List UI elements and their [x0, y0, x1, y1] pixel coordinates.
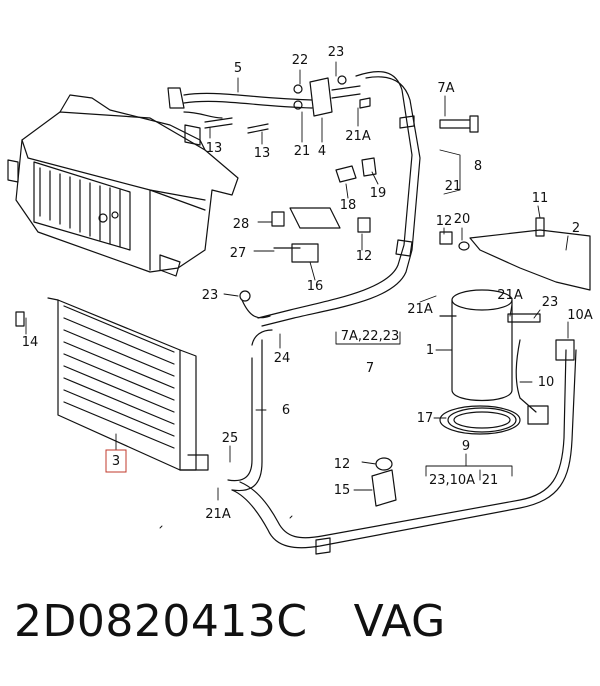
callout-10A: 10A [567, 308, 593, 323]
callout-9: 9 [462, 439, 470, 454]
callout-19: 19 [370, 186, 387, 201]
callout-7A: 7A [437, 81, 454, 96]
callout-11: 11 [532, 191, 549, 206]
callout-20: 20 [454, 212, 471, 227]
bracket-clamp [371, 405, 521, 507]
callout-21A_bot: 21A [205, 507, 231, 522]
callout-3: 3 [112, 454, 120, 469]
callout-24: 24 [274, 351, 291, 366]
callout-8: 8 [474, 159, 482, 174]
receiver-drier [439, 289, 575, 433]
callout-21_8: 21 [445, 179, 462, 194]
callout-25: 25 [222, 431, 239, 446]
callout-23m: 23 [202, 288, 219, 303]
callout-3-box [105, 449, 127, 473]
suction-line [231, 349, 577, 555]
callout-10: 10 [538, 375, 555, 390]
callout-16: 16 [307, 279, 324, 294]
callout-1: 1 [426, 343, 434, 358]
callout-21a: 21 [294, 144, 311, 159]
callout-2: 2 [572, 221, 580, 236]
callout-7: 7 [366, 361, 374, 376]
callout-14: 14 [22, 335, 39, 350]
brand-name: VAG [353, 596, 446, 647]
callout-12b: 12 [356, 249, 373, 264]
fasteners [204, 115, 591, 291]
callout-21A_mid: 21A [407, 302, 433, 317]
expansion-valve-lines [167, 71, 421, 327]
callout-23t: 23 [328, 45, 345, 60]
callout-17: 17 [417, 411, 434, 426]
callout-21A_r: 21A [497, 288, 523, 303]
condenser [15, 297, 209, 471]
callout-13b: 13 [254, 146, 271, 161]
callout-7A2223: 7A,22,23 [341, 329, 400, 344]
callout-13a: 13 [206, 141, 223, 156]
callout-18: 18 [340, 198, 357, 213]
callout-28: 28 [233, 217, 250, 232]
part-number-line: 2D0820413C VAG [14, 596, 446, 647]
callout-2310A: 23,10A [429, 473, 475, 488]
callout-21A_top: 21A [345, 129, 371, 144]
leader-lines [25, 61, 569, 529]
callout-12a: 12 [436, 214, 453, 229]
evaporator-housing [7, 94, 239, 277]
callout-5: 5 [234, 61, 242, 76]
condenser-lines [227, 290, 273, 492]
callout-27: 27 [230, 246, 247, 261]
callout-22: 22 [292, 53, 309, 68]
callout-21b: 21 [482, 473, 499, 488]
callout-12c: 12 [334, 457, 351, 472]
part-number: 2D0820413C [14, 596, 308, 647]
callout-6: 6 [282, 403, 290, 418]
callout-23r: 23 [542, 295, 559, 310]
callout-4: 4 [318, 144, 326, 159]
callout-15: 15 [334, 483, 351, 498]
